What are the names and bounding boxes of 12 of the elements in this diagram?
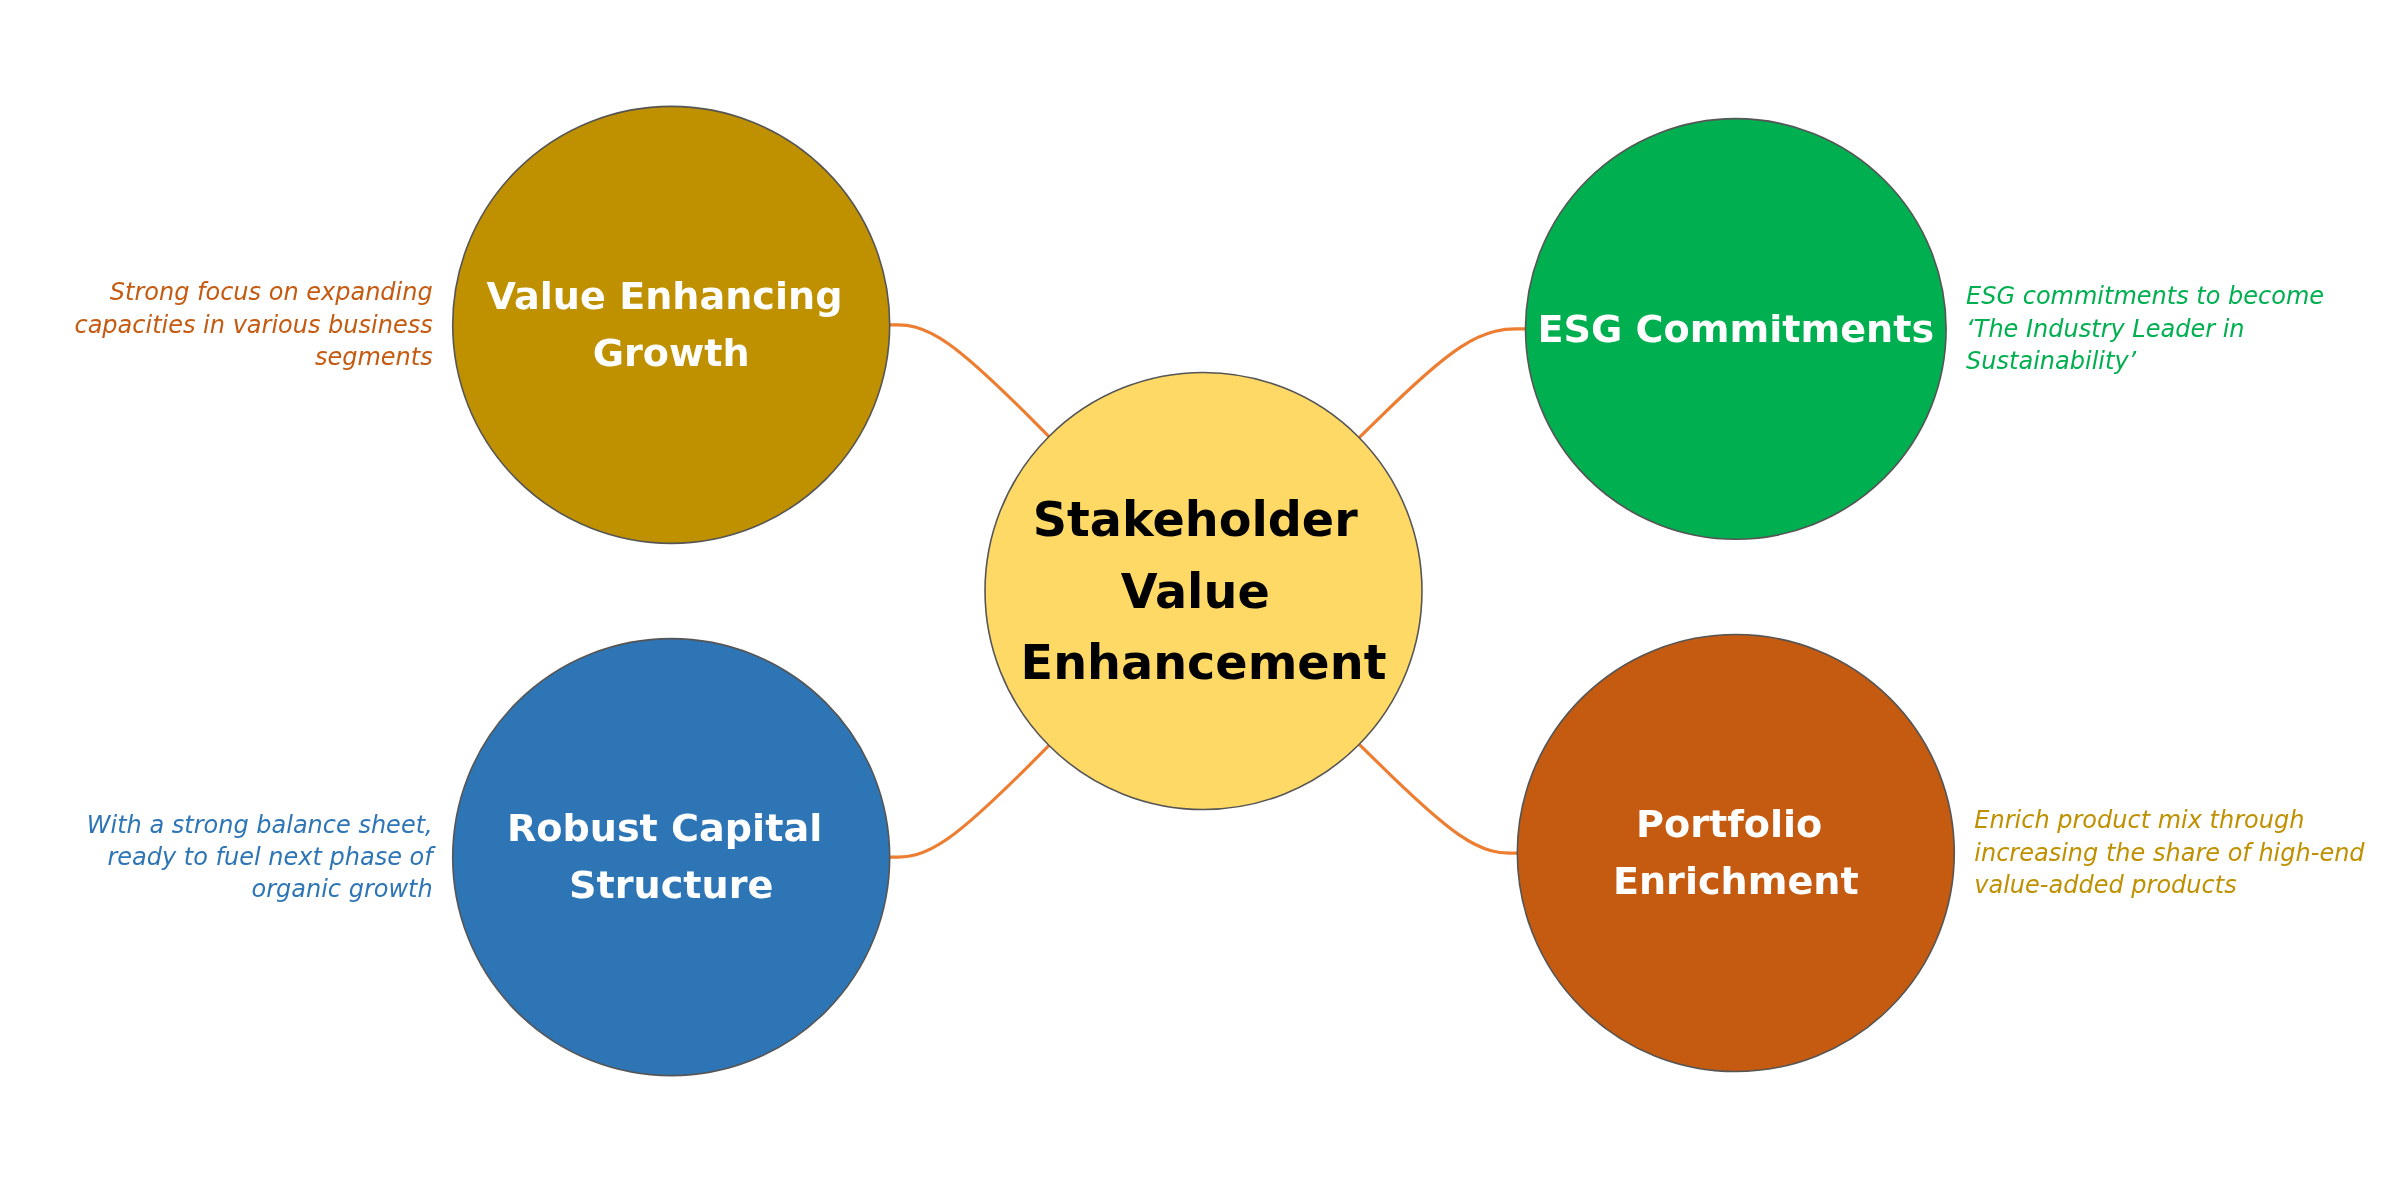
- node-circle: ESG Commitments: [1524, 117, 1947, 541]
- description-text: Strong focus on expanding capacities in various business segments: [73, 277, 433, 374]
- node-circle: Portfolio Enrichment: [1516, 633, 1956, 1073]
- connector: [889, 744, 1051, 859]
- connector: [889, 323, 1051, 438]
- connector: [1358, 327, 1526, 439]
- node-circle: Stakeholder Value Enhancement: [984, 371, 1423, 811]
- node-circle: Robust Capital Structure: [451, 637, 891, 1077]
- description-text: Enrich product mix through increasing the share of high-end value-added products: [1974, 805, 2366, 902]
- node-circle: Value Enhancing Growth: [451, 105, 891, 545]
- description-text: ESG commitments to become ‘The Industry Leader in Sustainability’: [1966, 281, 2326, 378]
- connector: [1358, 743, 1518, 855]
